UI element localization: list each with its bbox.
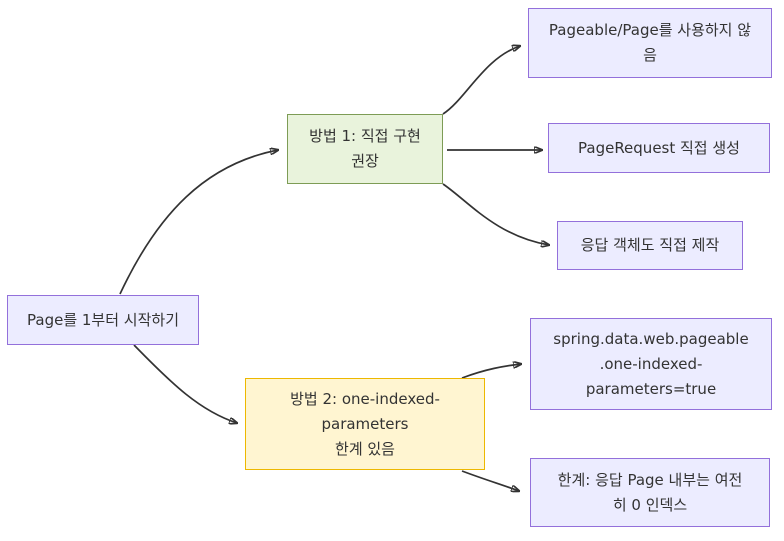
edge-root-method2: [133, 344, 237, 423]
edge-method2-out1: [461, 364, 521, 379]
edge-method1-out1: [442, 46, 520, 115]
node-method2: 방법 2: one-indexed- parameters 한계 있음: [245, 378, 485, 470]
edge-method1-out3: [442, 183, 549, 245]
edge-method2-out2: [461, 470, 519, 491]
node-limitation: 한계: 응답 Page 내부는 여전 히 0 인덱스: [530, 458, 770, 527]
node-pagerequest: PageRequest 직접 생성: [548, 123, 770, 173]
node-method1: 방법 1: 직접 구현 권장: [287, 114, 443, 184]
node-no-pageable: Pageable/Page를 사용하지 않 음: [528, 8, 772, 78]
node-response-object: 응답 객체도 직접 제작: [557, 221, 743, 270]
edge-root-method1: [119, 150, 278, 295]
node-spring-property: spring.data.web.pageable .one-indexed- p…: [530, 318, 772, 410]
node-page-start: Page를 1부터 시작하기: [7, 295, 199, 345]
